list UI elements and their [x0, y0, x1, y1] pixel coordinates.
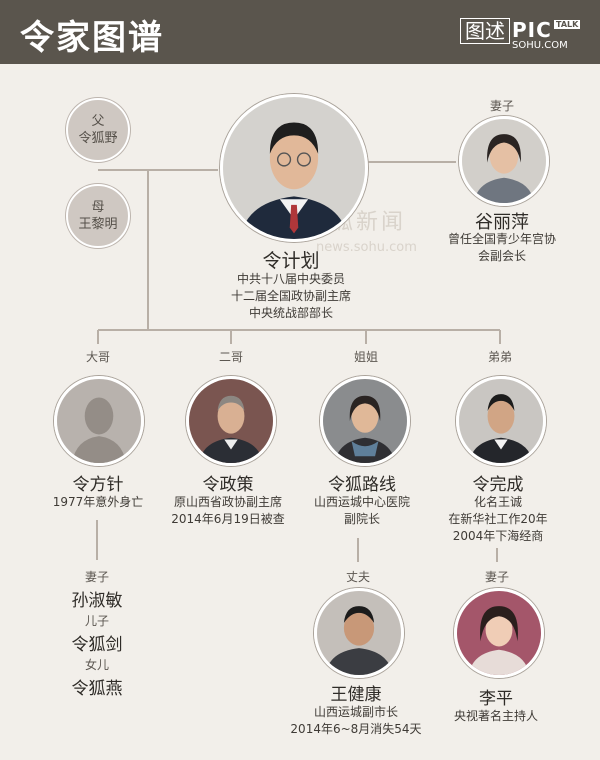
mother-name: 王黎明 [78, 217, 118, 232]
brother-wife-portrait [454, 588, 544, 678]
woman-portrait-icon [462, 119, 546, 203]
man-portrait-icon [189, 379, 273, 463]
silhouette-icon [57, 379, 141, 463]
eldest-son-relation: 儿子 [84, 614, 109, 628]
watermark-url: news.sohu.com [316, 240, 417, 255]
wife-name: 谷丽萍 [475, 212, 529, 233]
wife-portrait [459, 116, 549, 206]
sister-husband-desc-line: 山西运城副市长 [313, 705, 398, 719]
sister-desc-line: 副院长 [343, 512, 380, 526]
man-portrait-icon [223, 97, 365, 239]
main-desc-line: 十二届全国政协副主席 [230, 289, 351, 303]
main-name: 令计划 [262, 250, 320, 272]
man-portrait-icon [317, 591, 401, 675]
sibling-relation-younger: 弟弟 [487, 350, 512, 364]
main-desc-line: 中共十八届中央委员 [236, 272, 345, 286]
wife-desc-line: 曾任全国青少年宫协 [447, 232, 556, 246]
younger-brother-portrait [456, 376, 546, 466]
logo-chinese-text: 图述 [460, 18, 510, 44]
second-desc-line: 2014年6月19日被查 [171, 512, 285, 526]
brand-logo: 图述 PIC TALK SOHU.COM [460, 16, 581, 51]
sister-husband-desc-line: 2014年6~8月消失54天 [290, 722, 422, 736]
brother-wife-relation: 妻子 [484, 570, 509, 584]
wife-desc-line: 会副会长 [477, 249, 526, 263]
sibling-relation-eldest: 大哥 [85, 350, 110, 364]
eldest-daughter-name: 令狐燕 [71, 679, 123, 699]
brother-wife-description: 央视著名主持人 [416, 708, 576, 725]
second-brother-portrait [186, 376, 276, 466]
sister-husband-portrait [314, 588, 404, 678]
sister-desc-line: 山西运城中心医院 [313, 495, 410, 509]
second-brother-description: 原山西省政协副主席 2014年6月19日被查 [158, 494, 298, 528]
eldest-wife-relation: 妻子 [84, 570, 109, 584]
sister-name: 令狐路线 [328, 475, 396, 495]
sister-description: 山西运城中心医院 副院长 [292, 494, 432, 528]
younger-desc-line: 化名王诚 [473, 495, 522, 509]
sister-husband-description: 山西运城副市长 2014年6~8月消失54天 [276, 704, 436, 738]
mother-relation: 母 [91, 200, 105, 215]
eldest-desc-line: 1977年意外身亡 [52, 495, 144, 509]
main-desc-line: 中央统战部部长 [248, 306, 333, 320]
main-description: 中共十八届中央委员 十二届全国政协副主席 中央统战部部长 [191, 271, 391, 322]
eldest-son-name: 令狐剑 [71, 635, 123, 655]
header-bar: 令家图谱 图述 PIC TALK SOHU.COM [0, 0, 600, 64]
father-node: 父 令狐野 [66, 98, 130, 162]
mother-node: 母 王黎明 [66, 184, 130, 248]
wife-relation: 妻子 [489, 99, 514, 113]
sister-portrait [320, 376, 410, 466]
page-title: 令家图谱 [20, 18, 164, 58]
second-desc-line: 原山西省政协副主席 [173, 495, 282, 509]
eldest-daughter-relation: 女儿 [84, 658, 109, 672]
eldest-name: 令方针 [72, 475, 124, 495]
eldest-wife-name: 孙淑敏 [71, 591, 123, 611]
sibling-relation-sister: 姐姐 [353, 350, 378, 364]
eldest-portrait [54, 376, 144, 466]
younger-desc-line: 2004年下海经商 [452, 529, 544, 543]
logo-talk-text: TALK [554, 20, 581, 29]
younger-desc-line: 在新华社工作20年 [448, 512, 548, 526]
sister-husband-name: 王健康 [330, 685, 382, 705]
eldest-description: 1977年意外身亡 [28, 494, 168, 511]
woman-portrait-icon [457, 591, 541, 675]
main-portrait [220, 94, 368, 242]
sibling-relation-second: 二哥 [218, 350, 243, 364]
sister-husband-relation: 丈夫 [345, 570, 370, 584]
man-portrait-icon [459, 379, 543, 463]
logo-site-text: SOHU.COM [512, 40, 568, 51]
younger-brother-description: 化名王诚 在新华社工作20年 2004年下海经商 [428, 494, 568, 545]
brother-wife-desc-line: 央视著名主持人 [453, 709, 538, 723]
woman-portrait-icon [323, 379, 407, 463]
younger-brother-name: 令完成 [472, 475, 524, 495]
brother-wife-name: 李平 [479, 689, 513, 709]
logo-pic-text: PIC [512, 18, 552, 42]
father-relation: 父 [91, 114, 105, 129]
wife-description: 曾任全国青少年宫协 会副会长 [422, 231, 582, 265]
second-brother-name: 令政策 [202, 475, 254, 495]
father-name: 令狐野 [78, 131, 118, 146]
